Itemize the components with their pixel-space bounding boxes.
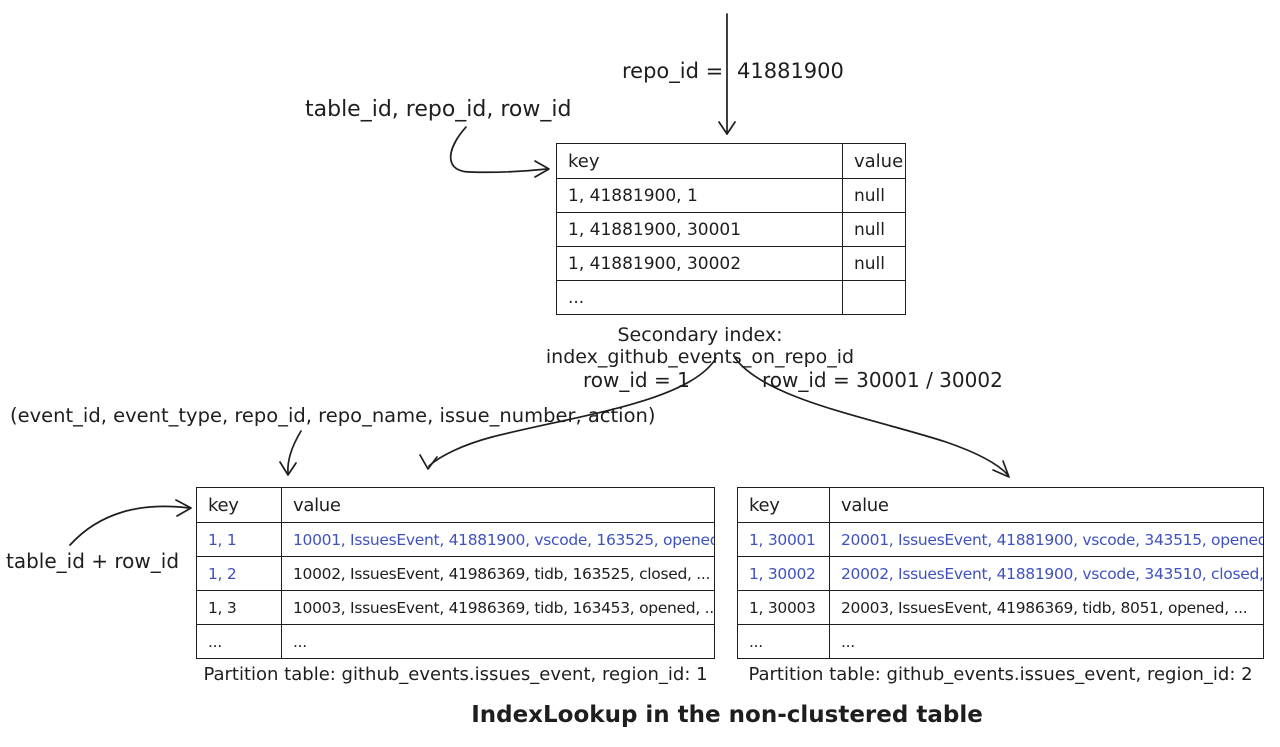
value-cell: 10003, IssuesEvent, 41986369, tidb, 1634… xyxy=(293,598,714,617)
value-cell: 10001, IssuesEvent, 41881900, vscode, 16… xyxy=(293,530,714,549)
branch-right-label: row_id = 30001 / 30002 xyxy=(762,368,1003,392)
table-row: ... xyxy=(557,280,905,314)
table-header-row: key value xyxy=(197,488,714,522)
index-schema-arrow xyxy=(449,126,550,178)
row-schema-arrow xyxy=(279,430,302,476)
key-cell: 1, 41881900, 30002 xyxy=(557,247,843,280)
key-cell: ... xyxy=(557,281,843,314)
key-cell: 1, 1 xyxy=(197,523,282,556)
value-cell: ... xyxy=(841,632,855,651)
branch-left-label: row_id = 1 xyxy=(583,368,690,392)
column-header-value: value xyxy=(854,150,904,172)
column-header-value: value xyxy=(841,494,889,516)
secondary-index-caption: Secondary index: index_github_events_on_… xyxy=(545,324,855,368)
column-header-key: key xyxy=(738,488,830,522)
column-header-key: key xyxy=(197,488,282,522)
row-schema-label: (event_id, event_type, repo_id, repo_nam… xyxy=(10,404,656,427)
key-cell: 1, 41881900, 1 xyxy=(557,179,843,212)
table-row: 1, 3 10003, IssuesEvent, 41986369, tidb, … xyxy=(197,590,714,624)
key-cell: ... xyxy=(197,625,282,658)
table-body: 1, 41881900, 1 null 1, 41881900, 30001 null… xyxy=(557,178,905,314)
key-cell: 1, 3 xyxy=(197,591,282,624)
key-cell: 1, 30001 xyxy=(738,523,830,556)
table-body: 1, 30001 20001, IssuesEvent, 41881900, vs… xyxy=(738,522,1263,658)
value-cell: 20002, IssuesEvent, 41881900, vscode, 34… xyxy=(841,564,1263,583)
partition-table-region-2: key value 1, 30001 20001, IssuesEvent, 41… xyxy=(737,487,1264,659)
table-body: 1, 1 10001, IssuesEvent, 41881900, vscode… xyxy=(197,522,714,658)
table-row: 1, 1 10001, IssuesEvent, 41881900, vscode… xyxy=(197,522,714,556)
query-label-left: repo_id = xyxy=(622,59,724,83)
value-cell: null xyxy=(854,219,885,240)
value-cell: null xyxy=(854,185,885,206)
key-cell: 1, 30003 xyxy=(738,591,830,624)
partition-key-arrow xyxy=(69,499,192,546)
column-header-key: key xyxy=(557,144,843,178)
partition-table-region-1: key value 1, 1 10001, IssuesEvent, 418819… xyxy=(196,487,715,659)
table-row: 1, 41881900, 1 null xyxy=(557,178,905,212)
table-row: 1, 41881900, 30001 null xyxy=(557,212,905,246)
table-row: 1, 30003 20003, IssuesEvent, 41986369, ti… xyxy=(738,590,1263,624)
table-row: 1, 30001 20001, IssuesEvent, 41881900, vs… xyxy=(738,522,1263,556)
value-cell: 20003, IssuesEvent, 41986369, tidb, 8051… xyxy=(841,598,1248,617)
value-cell: 20001, IssuesEvent, 41881900, vscode, 34… xyxy=(841,530,1263,549)
table-row: 1, 41881900, 30002 null xyxy=(557,246,905,280)
table-row: ...... xyxy=(738,624,1263,658)
table-row: 1, 30002 20002, IssuesEvent, 41881900, vs… xyxy=(738,556,1263,590)
key-cell: 1, 41881900, 30001 xyxy=(557,213,843,246)
table-header-row: key value xyxy=(738,488,1263,522)
query-label-right: 41881900 xyxy=(737,59,844,83)
table-row: ...... xyxy=(197,624,714,658)
key-cell: 1, 30002 xyxy=(738,557,830,590)
column-header-value: value xyxy=(293,494,341,516)
index-key-schema-label: table_id, repo_id, row_id xyxy=(305,97,572,122)
partition-table-2-caption: Partition table: github_events.issues_ev… xyxy=(748,664,1253,685)
partition-key-schema-label: table_id + row_id xyxy=(6,549,180,573)
value-cell: null xyxy=(854,253,885,274)
table-header-row: key value xyxy=(557,144,905,178)
value-cell: 10002, IssuesEvent, 41986369, tidb, 1635… xyxy=(293,564,711,583)
table-row: 1, 2 10002, IssuesEvent, 41986369, tidb, … xyxy=(197,556,714,590)
key-cell: ... xyxy=(738,625,830,658)
key-cell: 1, 2 xyxy=(197,557,282,590)
diagram-title: IndexLookup in the non-clustered table xyxy=(471,702,983,728)
partition-table-1-caption: Partition table: github_events.issues_ev… xyxy=(203,664,708,685)
value-cell: ... xyxy=(293,632,307,651)
